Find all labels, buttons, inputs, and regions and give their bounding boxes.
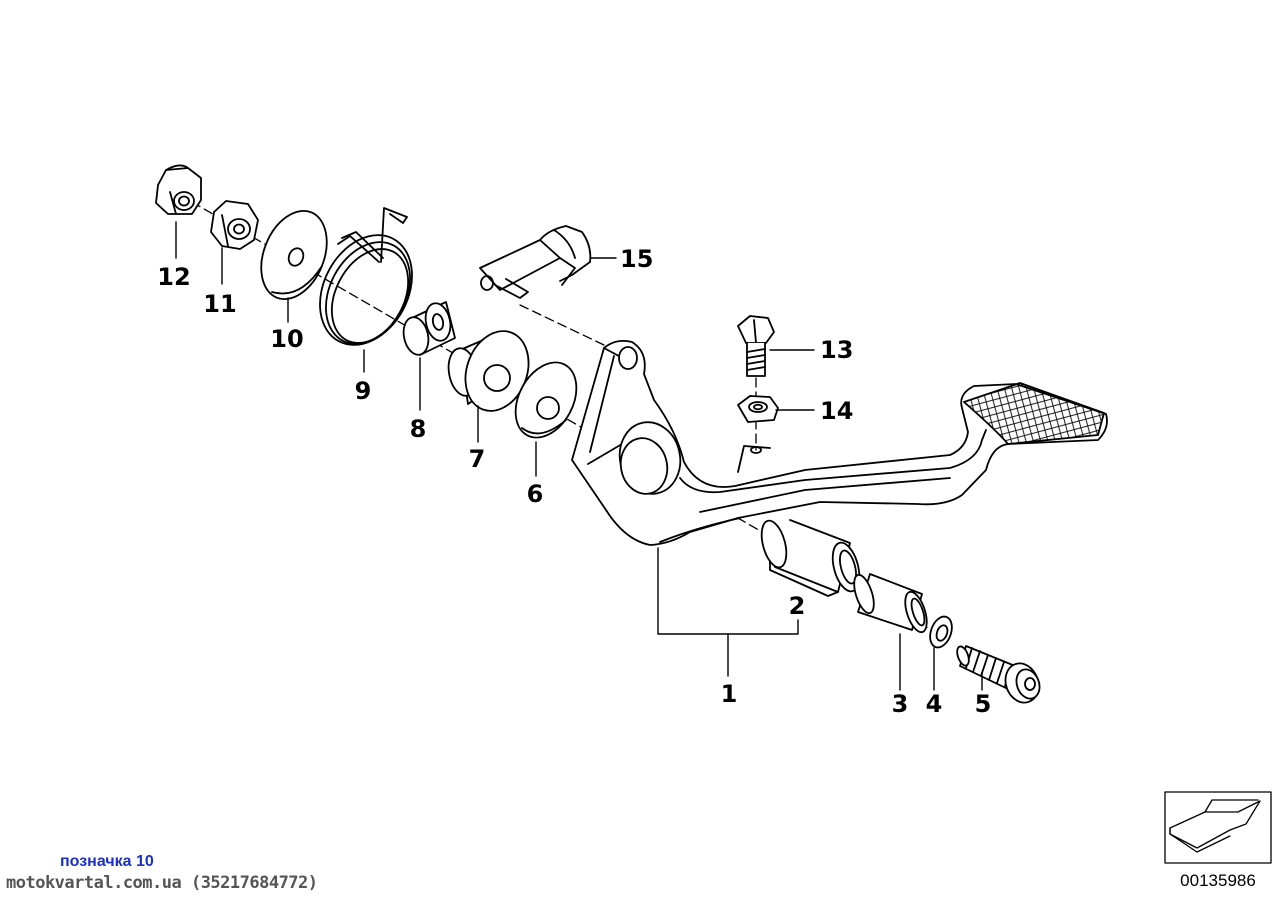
bushing-part-2 [760, 519, 861, 597]
sleeve-part-3 [853, 573, 928, 634]
diagram-ref-number: 00135986 [1180, 871, 1256, 890]
callout-2: 2 [789, 592, 806, 620]
callout-11: 11 [203, 290, 236, 318]
callout-13: 13 [820, 336, 853, 364]
brake-pedal-part-1 [571, 339, 1108, 546]
washer-part-4 [929, 615, 953, 649]
callout-1: 1 [721, 680, 738, 708]
callout-4: 4 [926, 690, 943, 718]
watermark-label: позначка 10 [60, 853, 154, 870]
callout-6: 6 [527, 480, 544, 508]
hex-nut-part-14 [737, 395, 779, 423]
hex-bolt-part-13 [737, 315, 775, 377]
callout-14: 14 [820, 397, 853, 425]
callout-12: 12 [157, 263, 190, 291]
callout-8: 8 [410, 415, 427, 443]
bushing-part-8 [402, 301, 456, 356]
washer-part-10 [260, 209, 328, 301]
callout-5: 5 [975, 690, 992, 718]
cap-nut-part-12 [155, 164, 202, 215]
callout-15: 15 [620, 245, 653, 273]
callout-10: 10 [270, 325, 303, 353]
pedal-tread-plate [963, 382, 1105, 445]
watermark-site: motokvartal.com.ua (35217684772) [6, 873, 318, 893]
diagram-reference-box [1164, 791, 1272, 864]
callout-7: 7 [469, 445, 486, 473]
clevis-pin-part-15 [479, 225, 592, 299]
flanged-bushing-part-7 [447, 330, 530, 412]
callout-3: 3 [892, 690, 909, 718]
hex-nut-part-11 [210, 200, 259, 250]
callout-9: 9 [355, 377, 372, 405]
leader-lines [175, 221, 983, 691]
screw-part-5 [956, 645, 1041, 704]
torsion-spring-part-9 [319, 207, 413, 346]
washer-part-6 [514, 361, 578, 439]
